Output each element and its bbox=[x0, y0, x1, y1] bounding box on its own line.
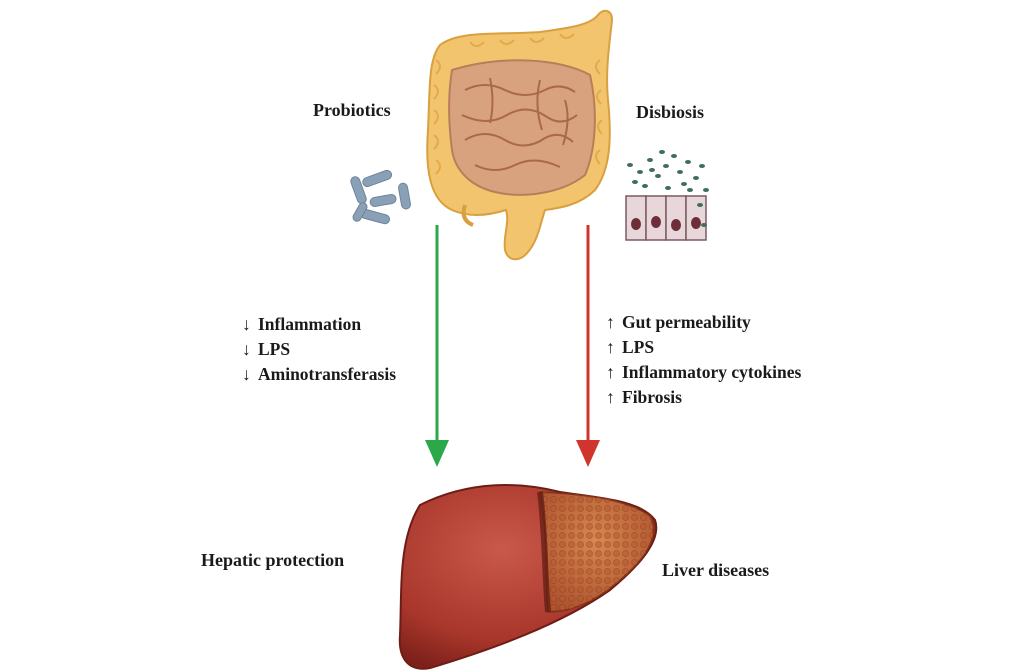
left-effect-item: ↓LPS bbox=[242, 337, 396, 362]
bacteria-icon bbox=[350, 169, 411, 225]
up-arrow-icon: ↑ bbox=[606, 362, 615, 382]
down-arrow-icon: ↓ bbox=[242, 339, 251, 359]
intestinal-cells-icon bbox=[625, 150, 709, 241]
up-arrow-icon: ↑ bbox=[606, 312, 615, 332]
right-effect-item: ↑Inflammatory cytokines bbox=[606, 360, 801, 385]
probiotics-label: Probiotics bbox=[313, 100, 391, 120]
right-effect-item: ↑Gut permeability bbox=[606, 310, 801, 335]
right-effect-item: ↑Fibrosis bbox=[606, 385, 801, 410]
down-arrow-icon: ↓ bbox=[242, 364, 251, 384]
left-effect-item: ↓Inflammation bbox=[242, 312, 396, 337]
left-effect-item: ↓Aminotransferasis bbox=[242, 362, 396, 387]
right-effect-item: ↑LPS bbox=[606, 335, 801, 360]
liver-icon bbox=[398, 484, 658, 670]
hepatic-protection-label: Hepatic protection bbox=[201, 550, 345, 570]
disbiosis-label: Disbiosis bbox=[636, 102, 705, 122]
up-arrow-icon: ↑ bbox=[606, 337, 615, 357]
intestine-icon bbox=[426, 9, 614, 261]
down-arrow-icon: ↓ bbox=[242, 314, 251, 334]
up-arrow-icon: ↑ bbox=[606, 387, 615, 407]
right-effects-list: ↑Gut permeability ↑LPS ↑Inflammatory cyt… bbox=[606, 310, 801, 410]
liver-diseases-label: Liver diseases bbox=[662, 560, 770, 580]
left-effects-list: ↓Inflammation ↓LPS ↓Aminotransferasis bbox=[242, 312, 396, 387]
